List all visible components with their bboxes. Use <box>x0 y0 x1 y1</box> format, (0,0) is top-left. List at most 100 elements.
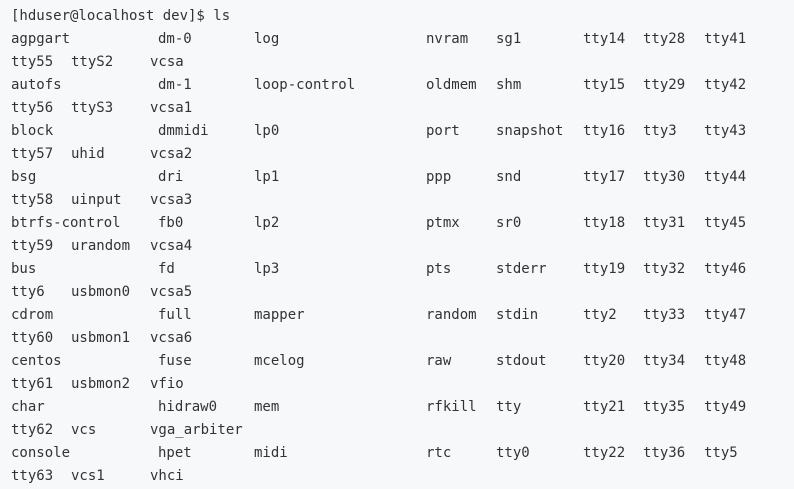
file-entry: fd <box>158 261 175 277</box>
file-entry: tty45 <box>704 215 747 231</box>
file-entry: tty17 <box>583 169 626 185</box>
file-entry: pts <box>426 261 452 277</box>
file-entry: rfkill <box>426 399 477 415</box>
file-entry: dri <box>158 169 184 185</box>
file-entry: tty35 <box>643 399 686 415</box>
file-entry: tty62 <box>11 422 54 438</box>
file-entry: tty36 <box>643 445 686 461</box>
shell-prompt: [hduser@localhost dev]$ ls <box>11 8 231 24</box>
file-entry: cdrom <box>11 307 54 323</box>
file-entry: dm-1 <box>158 77 192 93</box>
file-entry: tty59 <box>11 238 54 254</box>
file-entry: bsg <box>11 169 37 185</box>
file-entry: char <box>11 399 45 415</box>
file-entry: uinput <box>71 192 122 208</box>
file-entry: tty44 <box>704 169 747 185</box>
file-entry: tty60 <box>11 330 54 346</box>
listing-wrap-line: tty57 uhid vcsa2 <box>11 143 794 166</box>
file-entry: vcsa3 <box>150 192 193 208</box>
file-entry: dmmidi <box>158 123 209 139</box>
file-entry: urandom <box>71 238 131 254</box>
file-entry: tty6 <box>11 284 45 300</box>
file-entry: vcsa1 <box>150 100 193 116</box>
file-entry: sr0 <box>496 215 522 231</box>
file-entry: nvram <box>426 31 469 47</box>
file-entry: usbmon0 <box>71 284 131 300</box>
file-entry: mcelog <box>254 353 305 369</box>
file-entry: tty32 <box>643 261 686 277</box>
file-entry: centos <box>11 353 62 369</box>
file-entry: usbmon1 <box>71 330 131 346</box>
file-entry: fb0 <box>158 215 184 231</box>
file-entry: tty57 <box>11 146 54 162</box>
file-entry: ttyS3 <box>71 100 114 116</box>
file-entry: tty34 <box>643 353 686 369</box>
file-entry: tty29 <box>643 77 686 93</box>
file-entry: loop-control <box>254 77 356 93</box>
file-entry: bus <box>11 261 37 277</box>
file-entry: tty63 <box>11 468 54 484</box>
file-entry: vcsa4 <box>150 238 193 254</box>
prompt-line: [hduser@localhost dev]$ ls <box>11 5 794 28</box>
file-entry: lp1 <box>254 169 280 185</box>
file-entry: tty18 <box>583 215 626 231</box>
file-entry: mapper <box>254 307 305 323</box>
file-entry: tty2 <box>583 307 617 323</box>
file-entry: midi <box>254 445 288 461</box>
file-entry: hidraw0 <box>158 399 218 415</box>
file-entry: snd <box>496 169 522 185</box>
file-entry: tty31 <box>643 215 686 231</box>
file-entry: tty16 <box>583 123 626 139</box>
file-entry: vcs1 <box>71 468 105 484</box>
file-entry: snapshot <box>496 123 564 139</box>
file-entry: tty22 <box>583 445 626 461</box>
file-entry: tty20 <box>583 353 626 369</box>
file-entry: vcsa <box>150 54 184 70</box>
file-entry: console <box>11 445 71 461</box>
file-entry: raw <box>426 353 452 369</box>
file-entry: random <box>426 307 477 323</box>
file-entry: autofs <box>11 77 62 93</box>
file-entry: vcs <box>71 422 97 438</box>
file-entry: lp0 <box>254 123 280 139</box>
file-entry: vfio <box>150 376 184 392</box>
file-entry: block <box>11 123 54 139</box>
file-entry: vcsa2 <box>150 146 193 162</box>
file-entry: btrfs-control <box>11 215 121 231</box>
file-entry: rtc <box>426 445 452 461</box>
file-entry: tty5 <box>704 445 738 461</box>
file-entry: tty47 <box>704 307 747 323</box>
file-entry: tty30 <box>643 169 686 185</box>
file-entry: full <box>158 307 192 323</box>
file-entry: vcsa6 <box>150 330 193 346</box>
file-entry: log <box>254 31 280 47</box>
file-entry: tty19 <box>583 261 626 277</box>
file-entry: tty41 <box>704 31 747 47</box>
file-entry: tty15 <box>583 77 626 93</box>
file-entry: tty42 <box>704 77 747 93</box>
file-entry: tty55 <box>11 54 54 70</box>
file-entry: tty61 <box>11 376 54 392</box>
file-entry: stdout <box>496 353 547 369</box>
file-entry: agpgart <box>11 31 71 47</box>
file-entry: oldmem <box>426 77 477 93</box>
file-entry: stderr <box>496 261 547 277</box>
file-entry: sg1 <box>496 31 522 47</box>
file-entry: mem <box>254 399 280 415</box>
file-entry: uhid <box>71 146 105 162</box>
file-entry: usbmon2 <box>71 376 131 392</box>
